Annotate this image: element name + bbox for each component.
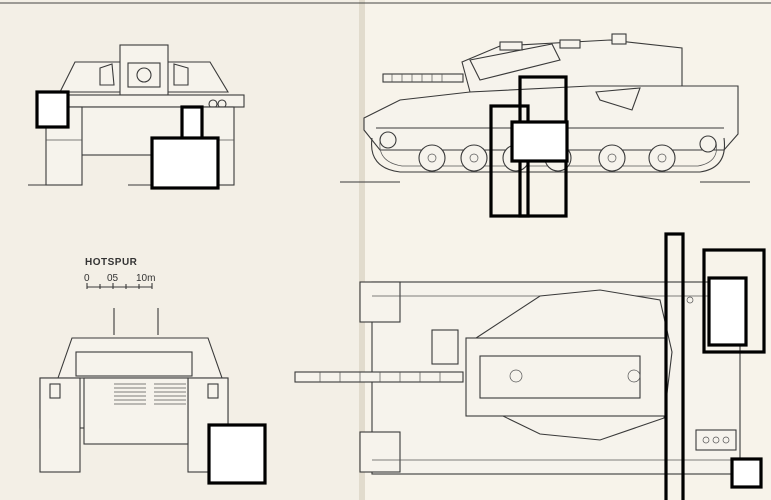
scale-tick-0: 0 — [84, 273, 90, 284]
scale-tick-10m: 10m — [136, 273, 155, 284]
side-view — [340, 33, 750, 183]
annotation-boxes — [35, 75, 766, 500]
redaction-box — [207, 423, 267, 485]
redaction-box — [150, 136, 220, 190]
rear-grille — [114, 383, 186, 405]
front-view — [28, 44, 245, 186]
title-block: HOTSPUR 0 05 10m — [84, 257, 155, 289]
redaction-box — [730, 457, 763, 489]
highlight-box — [664, 232, 685, 500]
scale-bar — [86, 283, 153, 289]
highlight-box — [702, 248, 766, 354]
redaction-box — [35, 90, 70, 129]
redaction-box — [510, 120, 569, 163]
redaction-box — [707, 276, 748, 347]
scale-tick-05: 05 — [107, 273, 119, 284]
drawing-title: HOTSPUR — [85, 257, 138, 268]
top-view — [294, 281, 741, 475]
